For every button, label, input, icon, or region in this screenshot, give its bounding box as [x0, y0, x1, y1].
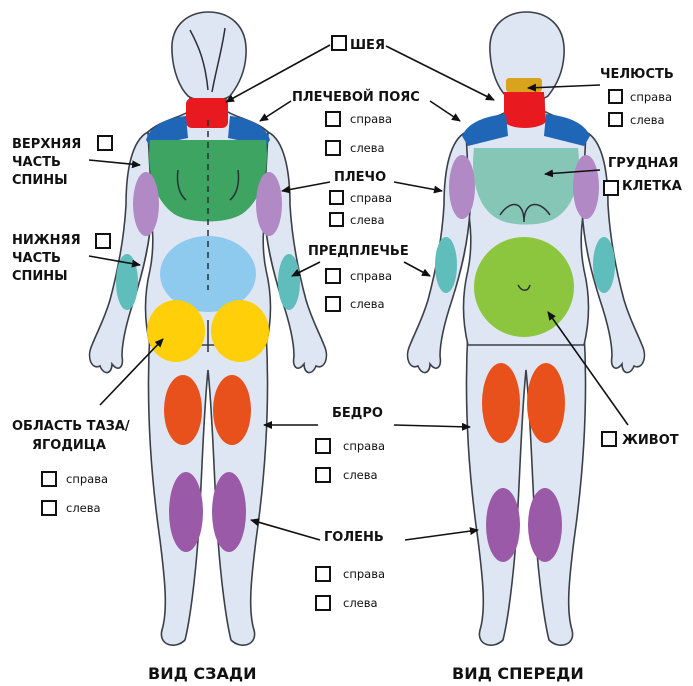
pelvis-right-checkbox[interactable]	[42, 472, 56, 486]
back-upperarm-left-region	[133, 172, 159, 236]
shin-label: ГОЛЕНЬ	[324, 530, 384, 545]
shoulder-girdle-right-option: справа	[350, 112, 392, 126]
lower-back-label-line1: НИЖНЯЯ	[12, 233, 81, 248]
neck-checkbox[interactable]	[332, 36, 346, 50]
front-neck-region	[504, 92, 546, 128]
upper-back-label-line2: ЧАСТЬ	[12, 155, 61, 170]
back-thigh-right-region	[213, 375, 251, 445]
upper-back-label-line1: ВЕРХНЯЯ	[12, 137, 81, 152]
forearm-label: ПРЕДПЛЕЧЬЕ	[308, 244, 409, 259]
pelvis-left-checkbox[interactable]	[42, 501, 56, 515]
back-shin-left-region	[169, 472, 203, 552]
shin-left-option: слева	[343, 596, 378, 610]
front-thigh-left-region	[482, 363, 520, 443]
thigh-right-checkbox[interactable]	[316, 439, 330, 453]
forearm-right-checkbox[interactable]	[326, 269, 340, 283]
back-arm-left	[90, 132, 152, 373]
shoulder-girdle-label: ПЛЕЧЕВОЙ ПОЯС	[292, 89, 420, 105]
forearm-left-option: слева	[350, 297, 385, 311]
buttock-right-region	[211, 300, 269, 362]
thigh-left-checkbox[interactable]	[316, 468, 330, 482]
lower-back-label-line2: ЧАСТЬ	[12, 251, 61, 266]
back-upperarm-right-region	[256, 172, 282, 236]
thigh-label: БЕДРО	[332, 406, 383, 421]
back-shin-right-region	[212, 472, 246, 552]
front-view-caption: ВИД СПЕРЕДИ	[452, 664, 584, 683]
jaw-right-checkbox[interactable]	[609, 90, 622, 103]
back-figure	[90, 12, 327, 645]
chest-label-line1: ГРУДНАЯ	[608, 156, 678, 171]
pelvis-label-line2: ЯГОДИЦА	[32, 438, 106, 453]
jaw-right-option: справа	[630, 90, 672, 104]
front-upperarm-left-region	[449, 155, 475, 219]
shoulder-girdle-left-checkbox[interactable]	[326, 141, 340, 155]
pelvis-right-option: справа	[66, 472, 108, 486]
shin-right-option: справа	[343, 567, 385, 581]
abdomen-label: ЖИВОТ	[622, 433, 679, 448]
front-shin-right-region	[528, 488, 562, 562]
shoulder-left-checkbox[interactable]	[330, 213, 343, 226]
pelvis-left-option: слева	[66, 501, 101, 515]
forearm-left-checkbox[interactable]	[326, 297, 340, 311]
shin-right-checkbox[interactable]	[316, 567, 330, 581]
buttock-left-region	[147, 300, 205, 362]
forearm-right-option: справа	[350, 269, 392, 283]
front-legs	[466, 330, 585, 645]
lower-back-label-line3: СПИНЫ	[12, 269, 68, 284]
back-view-caption: ВИД СЗАДИ	[148, 664, 257, 683]
shoulder-girdle-left-option: слева	[350, 141, 385, 155]
pelvis-label-line1: ОБЛАСТЬ ТАЗА/	[12, 419, 130, 434]
jaw-left-checkbox[interactable]	[609, 113, 622, 126]
abdomen-region	[474, 237, 574, 337]
shoulder-girdle-right-checkbox[interactable]	[326, 112, 340, 126]
chest-label-line2: КЛЕТКА	[622, 179, 682, 194]
abdomen-checkbox[interactable]	[602, 432, 616, 446]
back-legs	[148, 330, 267, 645]
jaw-left-option: слева	[630, 113, 665, 127]
shoulder-right-checkbox[interactable]	[330, 191, 343, 204]
upper-back-checkbox[interactable]	[98, 136, 112, 150]
back-neck-region	[186, 98, 228, 128]
shoulder-right-option: справа	[350, 191, 392, 205]
shoulder-label: ПЛЕЧО	[334, 170, 386, 185]
thigh-right-option: справа	[343, 439, 385, 453]
jaw-region	[506, 78, 542, 92]
thigh-left-option: слева	[343, 468, 378, 482]
lower-back-checkbox[interactable]	[96, 234, 110, 248]
back-head	[172, 12, 246, 101]
neck-label: ШЕЯ	[350, 38, 385, 53]
front-forearm-right-region	[593, 237, 615, 293]
front-upperarm-right-region	[573, 155, 599, 219]
front-shin-left-region	[486, 488, 520, 562]
back-forearm-right-region	[278, 254, 300, 310]
front-figure	[408, 12, 645, 645]
chest-checkbox[interactable]	[604, 181, 618, 195]
shin-left-checkbox[interactable]	[316, 596, 330, 610]
front-thigh-right-region	[527, 363, 565, 443]
front-forearm-left-region	[435, 237, 457, 293]
upper-back-label-line3: СПИНЫ	[12, 173, 68, 188]
shoulder-left-option: слева	[350, 213, 385, 227]
back-thigh-left-region	[164, 375, 202, 445]
jaw-label: ЧЕЛЮСТЬ	[600, 67, 674, 82]
